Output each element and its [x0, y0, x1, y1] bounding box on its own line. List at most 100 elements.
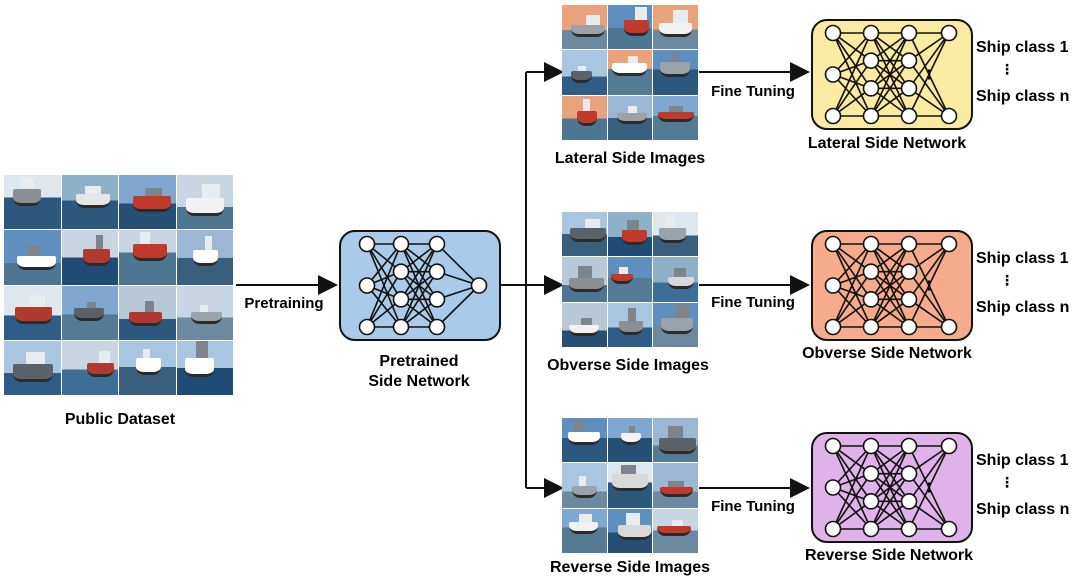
public-dataset-photo: [4, 230, 61, 285]
network-node: [862, 263, 880, 280]
lateral-network-graph: ⋮: [824, 24, 958, 125]
network-node: [824, 479, 842, 496]
obverse-side-photo: [562, 257, 607, 302]
reverse-ship-class-ellipsis: ⋮: [1000, 474, 1014, 490]
network-node: [900, 318, 918, 336]
lateral-side-photo: [607, 50, 653, 95]
network-node: [862, 493, 880, 510]
public-dataset-photo: [61, 285, 118, 340]
reverse-side-photo: [653, 463, 698, 508]
public-dataset-photo: [176, 285, 233, 340]
network-edge: [870, 271, 910, 328]
public-dataset-photo: [119, 340, 176, 395]
obverse-side-image-grid: [562, 212, 699, 348]
network-edge: [908, 60, 950, 117]
reverse-network-graph: ⋮: [824, 437, 958, 538]
output-ellipsis: ⋮: [923, 278, 936, 293]
network-node: [358, 318, 376, 336]
network-node: [900, 465, 918, 482]
network-node: [862, 235, 880, 253]
reverse-side-network-box: ⋮: [811, 432, 973, 543]
lateral-side-photo: [562, 5, 607, 50]
network-edge: [832, 445, 872, 502]
public-dataset-label: Public Dataset: [64, 411, 176, 428]
obverse-side-photo: [562, 212, 607, 257]
lateral-side-photo: [653, 5, 698, 50]
network-node: [824, 107, 842, 125]
network-edge: [870, 32, 910, 89]
lateral-ship-class-ellipsis: ⋮: [1000, 61, 1014, 77]
lateral-side-network-label: Lateral Side Network: [807, 135, 967, 152]
obverse-side-photo: [653, 302, 698, 347]
lateral-side-photo: [607, 5, 653, 50]
network-node: [900, 263, 918, 280]
public-dataset-photo: [176, 340, 233, 395]
reverse-fine-tuning-label: Fine Tuning: [711, 498, 795, 515]
network-edge: [366, 284, 402, 328]
network-node: [862, 80, 880, 97]
reverse-side-photo: [653, 418, 698, 463]
network-node: [392, 291, 410, 308]
lateral-side-photo: [653, 95, 698, 140]
network-node: [358, 277, 376, 294]
network-edge: [832, 243, 872, 287]
lateral-ship-class-n: Ship class n: [976, 88, 1070, 105]
lateral-side-photo: [653, 50, 698, 95]
network-edge: [870, 32, 910, 117]
reverse-side-photo: [607, 508, 653, 553]
network-edge: [870, 243, 910, 300]
network-node: [392, 235, 410, 253]
reverse-side-photo: [607, 418, 653, 463]
reverse-side-photo: [562, 463, 607, 508]
network-node: [428, 318, 446, 336]
network-node: [824, 318, 842, 336]
lateral-ship-class-1: Ship class 1: [976, 39, 1069, 56]
network-edge: [832, 486, 872, 530]
lateral-side-photo: [607, 95, 653, 140]
public-dataset-photo: [176, 230, 233, 285]
network-edge: [832, 73, 872, 117]
network-node: [862, 52, 880, 69]
reverse-side-image-grid: [562, 418, 699, 554]
network-node: [900, 52, 918, 69]
network-node: [940, 520, 958, 538]
reverse-side-photo: [607, 463, 653, 508]
network-edge: [832, 243, 872, 300]
network-edge: [908, 445, 950, 530]
network-node: [940, 24, 958, 42]
network-node: [470, 277, 488, 294]
network-node: [900, 437, 918, 455]
obverse-side-network-box: ⋮: [811, 230, 973, 341]
network-node: [862, 465, 880, 482]
obverse-side-photo: [607, 302, 653, 347]
network-edge: [908, 32, 950, 117]
network-edge: [908, 243, 950, 300]
network-node: [940, 235, 958, 253]
obverse-side-images-label: Obverse Side Images: [547, 357, 709, 374]
output-ellipsis: ⋮: [923, 67, 936, 82]
network-edge: [832, 32, 872, 76]
network-edge: [870, 473, 910, 530]
network-node: [824, 277, 842, 294]
network-edge: [832, 32, 872, 117]
network-node: [824, 437, 842, 455]
public-dataset-image-grid: [4, 175, 234, 396]
network-edge: [400, 243, 438, 300]
network-edge: [832, 243, 872, 328]
lateral-side-network-box: ⋮: [811, 19, 973, 130]
reverse-ship-class-1: Ship class 1: [976, 452, 1069, 469]
reverse-side-network-label: Reverse Side Network: [804, 547, 974, 564]
network-edge: [870, 60, 910, 117]
network-node: [940, 437, 958, 455]
network-edge: [832, 445, 872, 489]
public-dataset-photo: [176, 175, 233, 230]
network-edge: [832, 60, 872, 117]
reverse-ship-class-n: Ship class n: [976, 501, 1070, 518]
pretrained-network-graph: [358, 235, 488, 336]
reverse-side-photo: [562, 418, 607, 463]
reverse-side-photo: [653, 508, 698, 553]
network-edge: [832, 284, 872, 328]
reverse-side-images-label: Reverse Side Images: [549, 559, 711, 576]
network-node: [862, 520, 880, 538]
